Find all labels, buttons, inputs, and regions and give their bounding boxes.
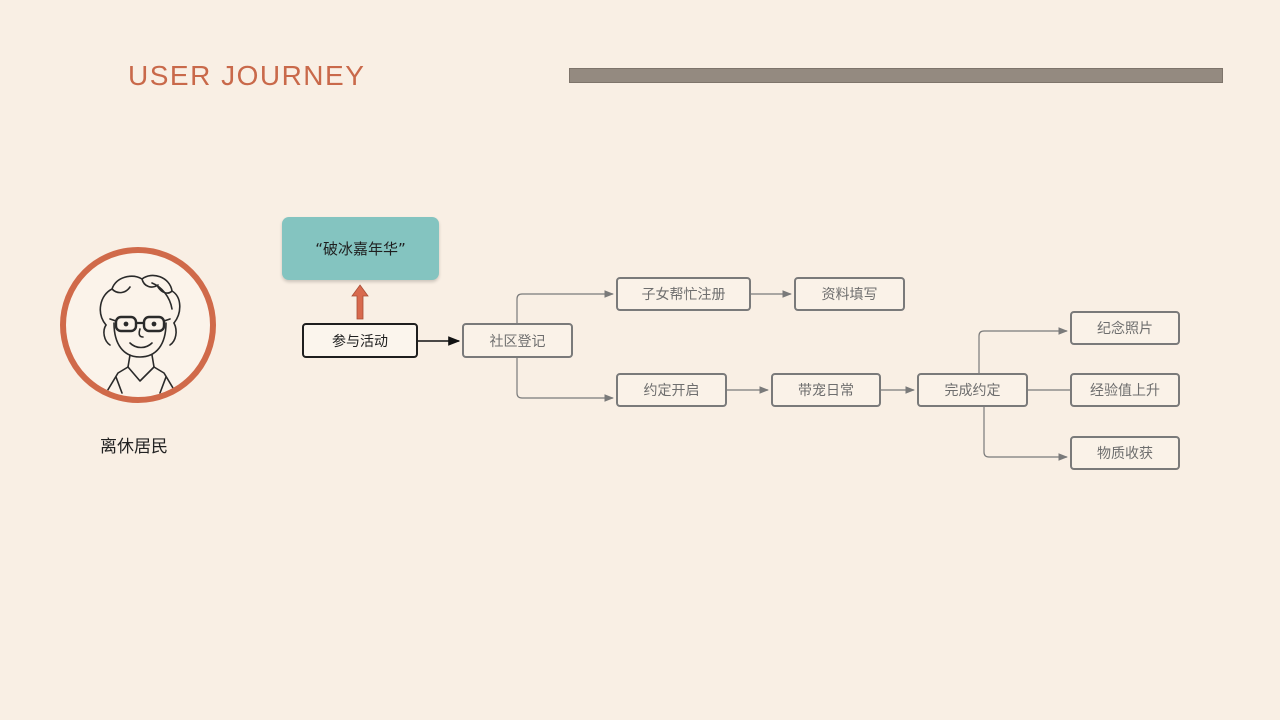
node-children-help: 子女帮忙注册	[616, 277, 751, 311]
node-xp-up: 经验值上升	[1070, 373, 1180, 407]
header-divider-bar	[569, 68, 1223, 83]
arrow-register-to-children	[516, 290, 614, 323]
arrow-complete-to-reward	[983, 407, 1068, 461]
arrow-complete-to-photo	[978, 327, 1068, 373]
node-pet-daily: 带宠日常	[771, 373, 881, 407]
up-arrow-icon	[351, 284, 369, 320]
node-material-reward: 物质收获	[1070, 436, 1180, 470]
node-register-community: 社区登记	[462, 323, 573, 358]
persona-label: 离休居民	[100, 437, 168, 457]
node-fill-info: 资料填写	[794, 277, 905, 311]
node-souvenir-photo: 纪念照片	[1070, 311, 1180, 345]
persona-avatar	[60, 247, 216, 403]
event-box-icebreaker-carnival: “破冰嘉年华”	[282, 217, 439, 280]
elderly-woman-icon	[99, 274, 181, 394]
node-appointment-start: 约定开启	[616, 373, 727, 407]
arrow-register-to-appointment	[516, 358, 614, 402]
node-complete-appointment: 完成约定	[917, 373, 1028, 407]
node-participate: 参与活动	[302, 323, 418, 358]
page-title: USER JOURNEY	[128, 60, 366, 91]
